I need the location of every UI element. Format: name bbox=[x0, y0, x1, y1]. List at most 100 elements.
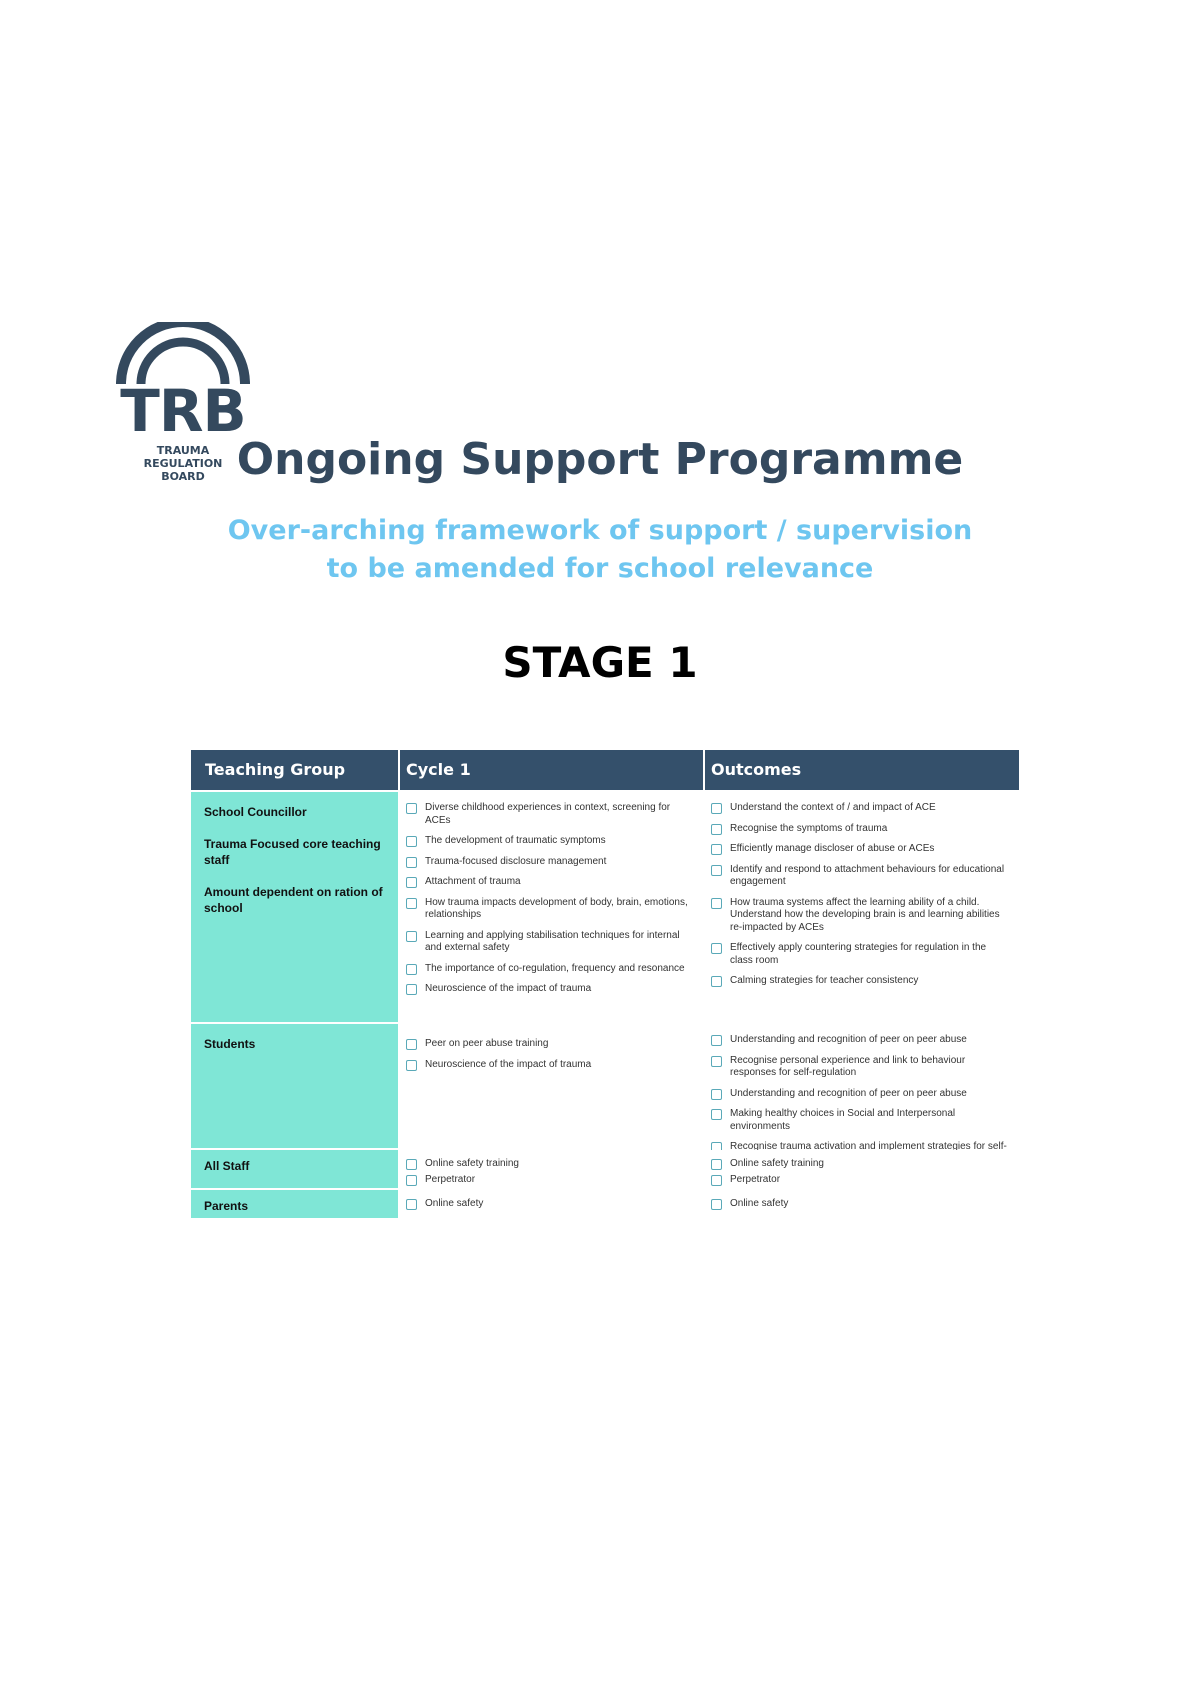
table-row: Parents Online safety Online safety bbox=[191, 1188, 1019, 1218]
checklist-item: How trauma systems affect the learning a… bbox=[711, 897, 1011, 935]
checkbox[interactable] bbox=[711, 1055, 722, 1067]
checklist-item: Understanding and recognition of peer on… bbox=[711, 1088, 1011, 1101]
checkbox[interactable] bbox=[711, 864, 722, 876]
checkbox[interactable] bbox=[406, 1174, 417, 1186]
logo-line-3: BOARD bbox=[161, 470, 205, 483]
checkbox[interactable] bbox=[711, 844, 722, 855]
checklist-item: Peer on peer abuse training bbox=[406, 1038, 695, 1051]
checklist-item-label: Perpetrator bbox=[730, 1173, 781, 1185]
checklist-item-label: Diverse childhood experiences in context… bbox=[425, 802, 671, 826]
checklist-item-label: Online safety bbox=[730, 1198, 789, 1209]
checklist-item-label: Making healthy choices in Social and Int… bbox=[730, 1108, 956, 1132]
header-outcomes: Outcomes bbox=[703, 750, 1019, 790]
checklist-item-label: Perpetrator bbox=[425, 1173, 476, 1185]
outcomes-cell: Understanding and recognition of peer on… bbox=[703, 1024, 1019, 1165]
header-teaching-group: Teaching Group bbox=[205, 760, 346, 779]
programme-table: Teaching Group Cycle 1 Outcomes School C… bbox=[191, 750, 1019, 1218]
page-subtitle: Over-arching framework of support / supe… bbox=[227, 515, 973, 584]
checkbox[interactable] bbox=[711, 1035, 722, 1046]
arch-icon bbox=[116, 322, 250, 385]
checkbox[interactable] bbox=[406, 877, 417, 888]
outcomes-cell: Online safety bbox=[703, 1190, 1019, 1218]
checkbox[interactable] bbox=[711, 1159, 722, 1170]
teaching-group-label: All Staff bbox=[204, 1159, 250, 1173]
logo-line-1: TRAUMA bbox=[156, 444, 210, 457]
checklist-item-label: Understand the context of / and impact o… bbox=[730, 802, 936, 813]
checkbox[interactable] bbox=[406, 1059, 417, 1071]
checklist-item: Online safety training bbox=[711, 1158, 1011, 1171]
checklist-item-label: Efficiently manage discloser of abuse or… bbox=[730, 843, 935, 854]
checkbox[interactable] bbox=[406, 1159, 417, 1170]
checklist-item-label: Online safety training bbox=[425, 1158, 519, 1169]
checkbox[interactable] bbox=[711, 976, 722, 987]
checklist-item-label: Online safety bbox=[425, 1198, 484, 1209]
teaching-group-label: Parents bbox=[204, 1199, 249, 1213]
logo-line-2: REGULATION bbox=[143, 457, 223, 470]
outcomes-cell: Understand the context of / and impact o… bbox=[703, 792, 1019, 1022]
checkbox[interactable] bbox=[406, 984, 417, 995]
table-header: Teaching Group Cycle 1 Outcomes bbox=[191, 750, 1019, 790]
checklist-item: Online safety bbox=[406, 1198, 695, 1211]
checkbox[interactable] bbox=[406, 1199, 417, 1210]
checkbox[interactable] bbox=[711, 803, 722, 814]
checklist-item: Calming strategies for teacher consisten… bbox=[711, 975, 1011, 988]
checkbox[interactable] bbox=[711, 1199, 722, 1210]
checklist-item-label: How trauma impacts development of body, … bbox=[425, 896, 688, 921]
cycle-cell: Diverse childhood experiences in context… bbox=[398, 792, 703, 1022]
checklist-item: Learning and applying stabilisation tech… bbox=[406, 930, 695, 955]
checklist-item: Trauma-focused disclosure management bbox=[406, 856, 695, 869]
checkbox[interactable] bbox=[711, 943, 722, 954]
trb-logo: TRB TRAUMA REGULATION BOARD bbox=[108, 322, 258, 483]
teaching-group-label: School Councillor bbox=[204, 805, 307, 819]
checklist-item: Perpetrator bbox=[711, 1174, 1011, 1187]
checklist-item: Efficiently manage discloser of abuse or… bbox=[711, 843, 1011, 856]
checklist-item-label: Peer on peer abuse training bbox=[425, 1038, 549, 1049]
checklist-item: Diverse childhood experiences in context… bbox=[406, 802, 695, 827]
checklist-item: The importance of co-regulation, frequen… bbox=[406, 963, 695, 976]
teaching-group-label: Trauma Focused core teaching staff bbox=[204, 837, 381, 867]
checklist-item-label: Understanding and recognition of peer on… bbox=[730, 1087, 967, 1099]
checklist-item-label: Online safety training bbox=[730, 1158, 824, 1169]
checklist-item: Perpetrator bbox=[406, 1174, 695, 1187]
teaching-group-cell: Students bbox=[191, 1024, 398, 1148]
checkbox[interactable] bbox=[406, 803, 417, 814]
checklist-item-label: Understanding and recognition of peer on… bbox=[730, 1034, 967, 1045]
checklist-item-label: Identify and respond to attachment behav… bbox=[730, 863, 1005, 888]
checklist-item: Neuroscience of the impact of trauma bbox=[406, 983, 695, 996]
checklist-item: Online safety bbox=[711, 1198, 1011, 1211]
checkbox[interactable] bbox=[406, 897, 417, 909]
checkbox[interactable] bbox=[406, 963, 417, 975]
teaching-group-label: Amount dependent on ration of school bbox=[204, 885, 383, 915]
checklist-item: Attachment of trauma bbox=[406, 876, 695, 889]
checkbox[interactable] bbox=[406, 930, 417, 942]
checklist-item-label: The development of traumatic symptoms bbox=[425, 835, 606, 846]
checkbox[interactable] bbox=[711, 1088, 722, 1100]
checklist-item: The development of traumatic symptoms bbox=[406, 835, 695, 848]
checkbox[interactable] bbox=[711, 823, 722, 835]
checkbox[interactable] bbox=[711, 897, 722, 909]
checklist-item: Effectively apply countering strategies … bbox=[711, 942, 1011, 967]
checklist-item: Understanding and recognition of peer on… bbox=[711, 1034, 1011, 1047]
checklist-item-label: The importance of co-regulation, frequen… bbox=[425, 962, 685, 974]
checklist-item: Making healthy choices in Social and Int… bbox=[711, 1108, 1011, 1133]
checklist-item-label: Recognise the symptoms of trauma bbox=[730, 822, 888, 834]
checkbox[interactable] bbox=[406, 836, 417, 847]
checklist-item: Understand the context of / and impact o… bbox=[711, 802, 1011, 815]
teaching-group-cell: Parents bbox=[191, 1190, 398, 1218]
logo-initials: TRB bbox=[120, 377, 246, 445]
header-cycle-1: Cycle 1 bbox=[398, 750, 703, 790]
checklist-item: Online safety training bbox=[406, 1158, 695, 1171]
checklist-item-label: Recognise personal experience and link t… bbox=[730, 1054, 966, 1079]
checklist-item-label: Learning and applying stabilisation tech… bbox=[425, 929, 680, 954]
checkbox[interactable] bbox=[711, 1174, 722, 1186]
checkbox[interactable] bbox=[406, 856, 417, 868]
checkbox[interactable] bbox=[406, 1039, 417, 1050]
checkbox[interactable] bbox=[711, 1109, 722, 1120]
checklist-item: How trauma impacts development of body, … bbox=[406, 897, 695, 922]
